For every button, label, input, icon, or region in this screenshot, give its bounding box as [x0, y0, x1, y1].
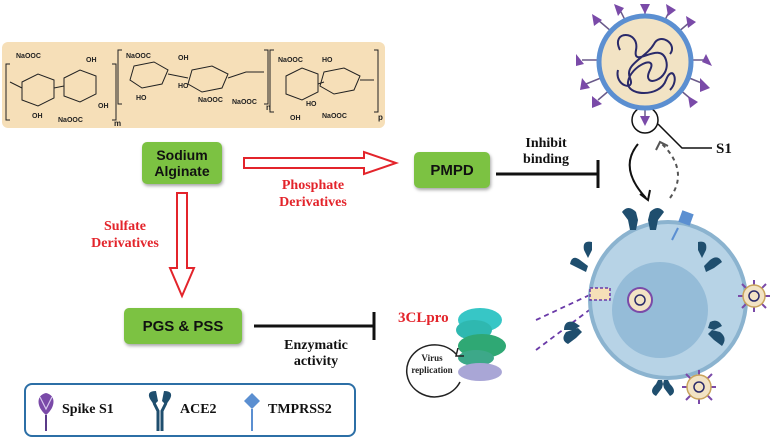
s1-pointer [657, 123, 712, 149]
legend-spike-label: Spike S1 [62, 402, 114, 417]
subscript-m: m [114, 119, 121, 128]
spike-icon [38, 393, 54, 431]
group-label: HO [178, 83, 189, 90]
group-label: NaOOC [58, 117, 83, 124]
subscript-p: p [378, 113, 383, 122]
group-label: NaOOC [232, 99, 257, 106]
sulfate-arrow [168, 192, 196, 299]
group-label: HO [136, 95, 147, 102]
host-cell [563, 208, 748, 396]
phosphate-arrow [243, 150, 400, 176]
legend: Spike S1 ACE2 TMPRSS2 [24, 383, 356, 437]
group-label: OH [98, 103, 109, 110]
group-label: OH [86, 57, 97, 64]
pmpd-box: PMPD [414, 152, 490, 188]
replication-cycle-icon [405, 344, 464, 398]
s1-label: S1 [716, 141, 732, 157]
ace2-icon [148, 391, 172, 431]
zoom-line [535, 291, 597, 321]
legend-tmprss2-label: TMPRSS2 [268, 402, 332, 417]
group-label: NaOOC [126, 53, 151, 60]
binding-arrow [628, 143, 647, 199]
virion-icon [682, 370, 716, 404]
sodium-alginate-label: Sodium Alginate [154, 147, 210, 179]
phosphate-derivatives-label: Phosphate Derivatives [279, 178, 347, 210]
pgs-pss-box: PGS & PSS [124, 308, 242, 344]
sodium-alginate-structure: NaOOC OH NaOOC OH NaOOC HO HO NaOOC OH O… [5, 49, 383, 128]
tmprss2-icon [244, 393, 260, 431]
virus-particle [576, 4, 712, 126]
pmpd-label: PMPD [430, 161, 474, 179]
sulfate-derivatives-label: Sulfate Derivatives [91, 219, 159, 251]
group-label: NaOOC [198, 97, 223, 104]
release-arrow [659, 141, 679, 199]
sodium-alginate-box: Sodium Alginate [142, 142, 222, 184]
group-label: OH [290, 115, 301, 122]
legend-ace2-label: ACE2 [180, 402, 217, 417]
group-label: OH [178, 55, 189, 62]
group-label: NaOOC [322, 113, 347, 120]
pgs-pss-label: PGS & PSS [142, 317, 224, 335]
inhibit-binding-label: Inhibit binding [523, 136, 569, 167]
group-label: HO [322, 57, 333, 64]
group-label: OH [32, 113, 43, 120]
subscript-n: n [266, 103, 271, 112]
group-label: NaOOC [16, 53, 41, 60]
chemical-structure-panel: NaOOC OH NaOOC OH NaOOC HO HO NaOOC OH O… [2, 42, 385, 128]
protease-structure [456, 308, 506, 381]
virion-icon [738, 280, 770, 312]
group-label: NaOOC [278, 57, 303, 64]
enzymatic-activity-label: Enzymatic activity [284, 338, 348, 369]
3clpro-label: 3CLpro [398, 310, 449, 326]
virus-replication-label: Virus replication [411, 353, 453, 375]
group-label: HO [306, 101, 317, 108]
